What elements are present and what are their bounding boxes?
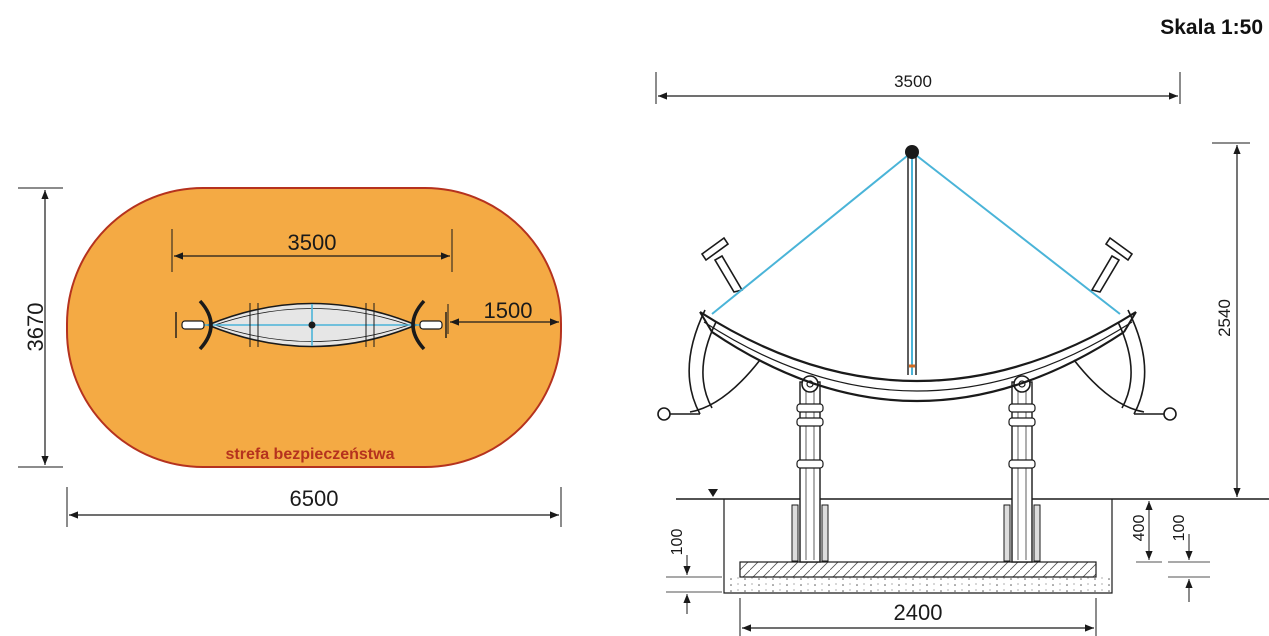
- dim-slab-right-text: 100: [1171, 515, 1188, 542]
- dim-height-total: 3670: [18, 187, 63, 468]
- safety-zone-label: strefa bezpieczeństwa: [226, 446, 395, 463]
- dim-device-length-plan: 3500: [171, 229, 453, 272]
- concrete-slab: [739, 561, 1097, 578]
- dim-height-elev-text: 2540: [1215, 299, 1234, 337]
- dim-depth-text: 400: [1131, 515, 1148, 542]
- dim-depth: 400: [1131, 501, 1162, 563]
- foundation-pit: [723, 499, 1113, 594]
- scale-label: Skala 1:50: [1160, 16, 1263, 39]
- side-rockers: [657, 309, 1177, 421]
- dim-foundation-width: 2400: [739, 598, 1097, 636]
- plan-view: 3670 6500 3500 1500: [18, 187, 562, 527]
- dim-device-length-elev-text: 3500: [894, 72, 932, 91]
- cables: [711, 151, 1121, 315]
- central-mast: [905, 145, 919, 375]
- dim-clearance-text: 1500: [484, 298, 533, 323]
- elevation-view: 3500 2540 2400 100: [655, 72, 1269, 636]
- dim-foundation-width-text: 2400: [894, 600, 943, 625]
- dim-slab-left: 100: [666, 529, 722, 614]
- device-plan: [175, 299, 447, 351]
- handles: [700, 236, 1134, 293]
- dim-slab-right: 100: [1168, 515, 1210, 602]
- dim-device-length-plan-text: 3500: [288, 230, 337, 255]
- dim-height-total-text: 3670: [23, 303, 48, 352]
- sand-layer: [726, 577, 1110, 592]
- dim-width-total-text: 6500: [290, 486, 339, 511]
- dim-width-total: 6500: [66, 486, 562, 527]
- dim-slab-left-text: 100: [669, 529, 686, 556]
- support-posts: [791, 375, 1041, 563]
- dim-device-length-elev: 3500: [655, 72, 1181, 104]
- dim-clearance: 1500: [447, 298, 559, 334]
- dim-height-elev: 2540: [1212, 142, 1250, 497]
- curved-beam: [699, 311, 1137, 403]
- ground-level-marker: [708, 489, 718, 497]
